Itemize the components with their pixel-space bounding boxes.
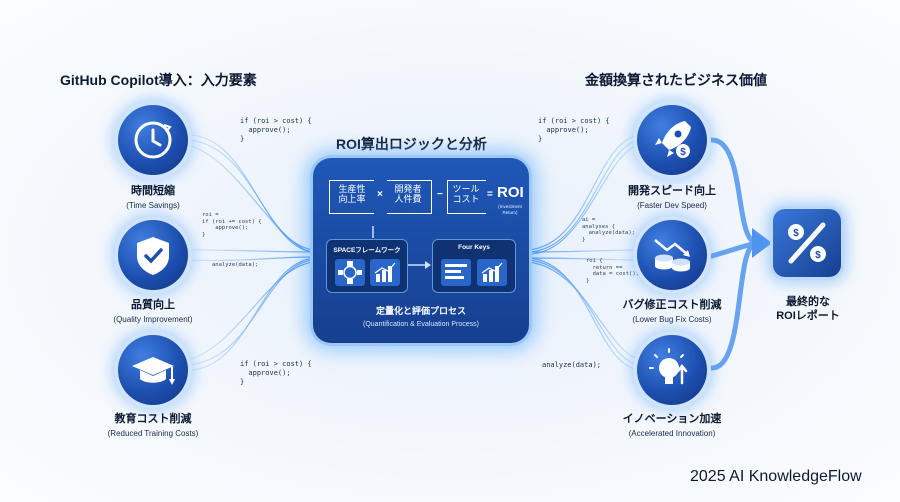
final-report-line1: 最終的な: [786, 296, 830, 308]
output-accelerated-innovation: イノベーション加速 (Accelerated Innovation): [587, 410, 757, 438]
input-reduced-training-costs: 教育コスト削減 (Reduced Training Costs): [68, 410, 238, 438]
input-label-jp: 品質向上: [131, 299, 175, 311]
bar-chart-icon: [477, 259, 507, 286]
footer-credit: 2025 AI KnowledgeFlow: [690, 468, 862, 485]
panel-connectors: [372, 226, 431, 269]
svg-text:$: $: [793, 228, 799, 239]
formula-op-multiply: ×: [377, 189, 383, 200]
output-label-jp: 開発スピード向上: [628, 185, 716, 197]
roi-formula: 生産性 向上率 × 開発者 人件費 − ツール コスト = ROI (Inves…: [327, 174, 524, 222]
code-snippet: analyze(data);: [542, 361, 602, 369]
final-report-label: 最終的な ROIレポート: [748, 295, 868, 323]
output-lower-bug-fix-costs: バグ修正コスト削減 (Lower Bug Fix Costs): [587, 296, 757, 324]
network-icon: [335, 259, 365, 286]
shield-check-icon: [118, 220, 188, 290]
input-label-jp: 時間短縮: [131, 185, 175, 197]
left-title: GitHub Copilot導入：入力要素: [60, 72, 257, 88]
input-label-en: (Quality Improvement): [113, 315, 193, 324]
input-quality-improvement: 品質向上 (Quality Improvement): [68, 296, 238, 324]
coins-down-icon: [637, 220, 707, 290]
formula-result-sub: (Investment Return): [498, 204, 522, 215]
process-subtitle: (Quantification & Evaluation Process): [363, 321, 479, 328]
code-snippet: if (roi > cost) { approve(); }: [240, 360, 312, 386]
output-label-en: (Accelerated Innovation): [628, 429, 716, 438]
code-snippet: roi = if (roi += cost) { approve(); }: [202, 212, 262, 238]
space-framework-box: SPACEフレームワーク: [327, 240, 407, 292]
right-title: 金額換算されたビジネス価値: [585, 72, 767, 88]
space-framework-label: SPACEフレームワーク: [333, 247, 401, 254]
formula-term-dev-cost: 開発者 人件費: [394, 184, 422, 204]
output-faster-dev-speed: 開発スピード向上 (Faster Dev Speed): [587, 182, 757, 210]
code-snippet: roi { return == data = cost(); }: [586, 258, 639, 284]
output-label-en: (Faster Dev Speed): [637, 201, 707, 210]
lightbulb-icon: [637, 335, 707, 405]
svg-text:$: $: [680, 147, 686, 158]
final-report-line2: ROIレポート: [776, 310, 840, 322]
bar-chart-icon: [370, 259, 400, 286]
formula-term-tool-cost: ツール コスト: [452, 184, 480, 204]
output-label-jp: イノベーション加速: [622, 413, 722, 425]
formula-result-roi: ROI: [497, 184, 524, 201]
input-time-savings: 時間短縮 (Time Savings): [68, 182, 238, 210]
output-label-jp: バグ修正コスト削減: [622, 299, 722, 311]
svg-text:$: $: [815, 250, 821, 261]
code-snippet: if (roi > cost) { approve(); }: [240, 117, 312, 143]
clock-icon: [118, 105, 188, 175]
output-label-en: (Lower Bug Fix Costs): [632, 315, 712, 324]
process-title: 定量化と評価プロセス: [375, 306, 466, 316]
input-label-en: (Reduced Training Costs): [107, 429, 199, 438]
rocket-icon: $: [637, 105, 707, 175]
formula-op-minus: −: [437, 189, 443, 200]
formula-op-equals: =: [487, 189, 493, 200]
formula-term-productivity: 生産性 向上率: [338, 184, 366, 204]
percent-icon: $ $: [773, 209, 841, 277]
input-label-en: (Time Savings): [126, 201, 180, 210]
code-snippet: if (roi > cost) { approve(); }: [538, 117, 610, 143]
code-snippet: analyze(data);: [212, 262, 259, 268]
input-label-jp: 教育コスト削減: [114, 413, 192, 425]
roi-logic-panel: 生産性 向上率 × 開発者 人件費 − ツール コスト = ROI (Inves…: [313, 158, 529, 343]
four-keys-label: Four Keys: [458, 244, 490, 251]
code-snippet: ai = analyses { analyze(data); }: [582, 217, 635, 243]
dashboard-icon: [441, 259, 471, 286]
four-keys-box: Four Keys: [433, 240, 515, 292]
center-title: ROI算出ロジックと分析: [336, 136, 487, 152]
graduation-cap-icon: [118, 335, 188, 405]
